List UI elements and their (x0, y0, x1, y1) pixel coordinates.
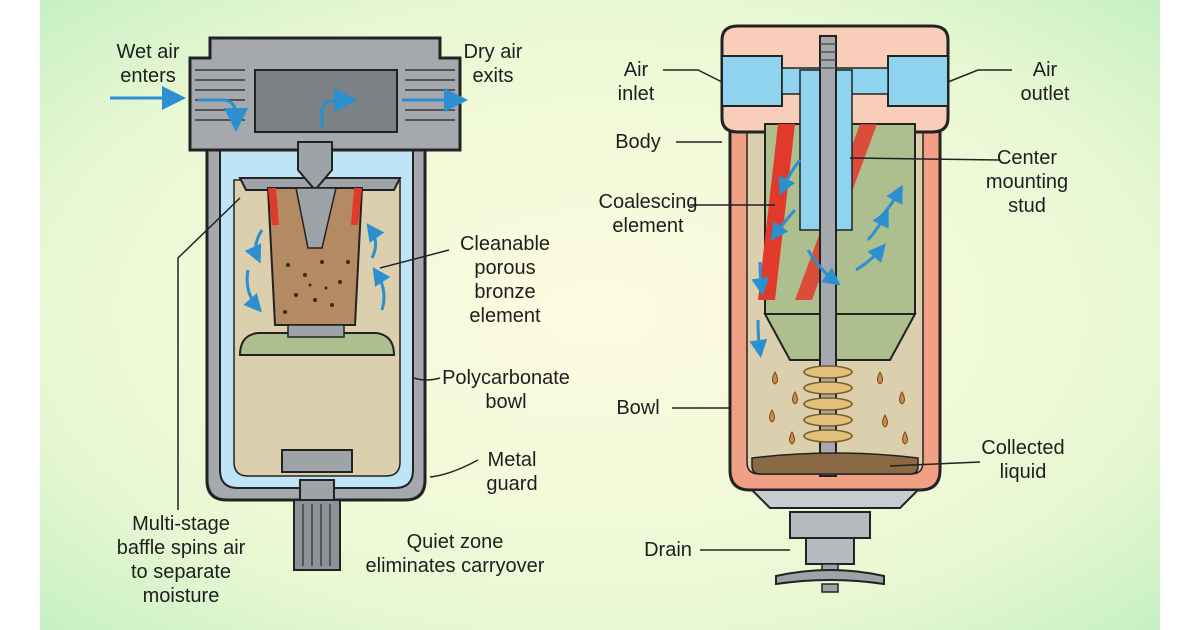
drain-cap (281, 449, 353, 473)
label-dry-air-exits: Dry air exits (463, 41, 523, 87)
element-leader (379, 249, 450, 269)
label-metal-guard: Metal guard (486, 449, 538, 495)
element-core (295, 187, 337, 249)
leader-lines-left (177, 197, 479, 510)
flow-arrows-right (749, 159, 903, 358)
liquid-droplets (769, 370, 908, 445)
air-outlet-port (887, 55, 949, 107)
label-bronze-element: Cleanable porous bronze element (459, 233, 551, 327)
drain-neck (299, 479, 335, 501)
baffle-leader (177, 197, 241, 510)
label-quiet-zone: Quiet zone eliminates carryover (365, 531, 545, 577)
left-seal (268, 188, 279, 225)
label-bowl: Bowl (616, 397, 660, 419)
flow-arrows-left (110, 86, 468, 313)
air-inlet-port (721, 55, 783, 107)
drain-nut-lower (805, 537, 855, 565)
bronze-pores (283, 260, 350, 314)
label-body: Body (615, 131, 661, 153)
label-center-mounting-stud: Center mounting stud (985, 147, 1069, 217)
guard-leader (429, 459, 479, 478)
right-filter (663, 24, 1012, 593)
label-air-inlet: Air inlet (617, 59, 655, 105)
stud-threads (820, 43, 836, 69)
head-cavity (254, 69, 398, 133)
quiet-zone-dish (238, 332, 396, 356)
bowl-leader (413, 377, 441, 381)
label-polycarbonate-bowl: Polycarbonate bowl (442, 367, 570, 413)
drain-valve (293, 499, 341, 571)
label-wet-air-enters: Wet air enters (116, 41, 180, 87)
drain-nut (789, 511, 871, 539)
left-filter (110, 36, 479, 571)
element-base (287, 324, 345, 338)
outlet-leader (947, 69, 1012, 83)
element-wrap-red (758, 124, 795, 300)
liquid-leader (889, 461, 981, 467)
leader-lines-right (663, 69, 1012, 551)
label-coalescing-element: Coalescing element (598, 191, 698, 237)
label-multi-stage-baffle: Multi-stage baffle spins air to separate… (116, 513, 246, 607)
right-seal (351, 188, 362, 225)
spring-coils (803, 365, 853, 443)
label-air-outlet: Air outlet (1020, 59, 1070, 105)
inlet-leader (663, 69, 723, 83)
bowl-base (749, 489, 921, 509)
element-bottom-cap (763, 313, 917, 361)
label-collected-liquid: Collected liquid (981, 437, 1065, 483)
center-cone (297, 141, 333, 192)
drain-handle (775, 569, 885, 586)
label-drain: Drain (644, 539, 692, 561)
collected-liquid-shape (751, 452, 919, 475)
stud-leader (849, 157, 1001, 161)
